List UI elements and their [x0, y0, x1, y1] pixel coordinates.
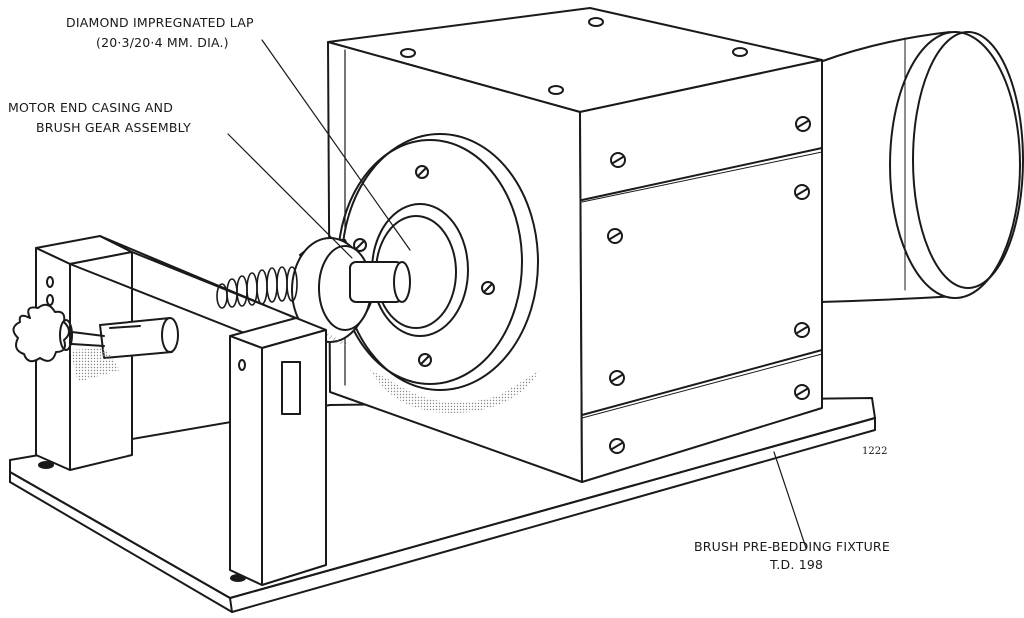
- motor-cylinder: [819, 31, 1024, 303]
- label-lap-line2: (20·3/20·4 MM. DIA.): [96, 35, 229, 50]
- leader-lines: [227, 39, 807, 549]
- label-motor-line2: BRUSH GEAR ASSEMBLY: [36, 120, 191, 135]
- label-lap-line1: DIAMOND IMPREGNATED LAP: [66, 15, 254, 30]
- label-fixture-line1: BRUSH PRE-BEDDING FIXTURE: [694, 539, 890, 554]
- label-fixture-line2: T.D. 198: [769, 557, 823, 572]
- spring: [216, 266, 298, 309]
- clamp-frame: [12, 235, 327, 586]
- figure-number: 1222: [862, 446, 887, 457]
- label-motor-line1: MOTOR END CASING AND: [8, 100, 173, 115]
- lap-and-brush-gear: [291, 237, 411, 345]
